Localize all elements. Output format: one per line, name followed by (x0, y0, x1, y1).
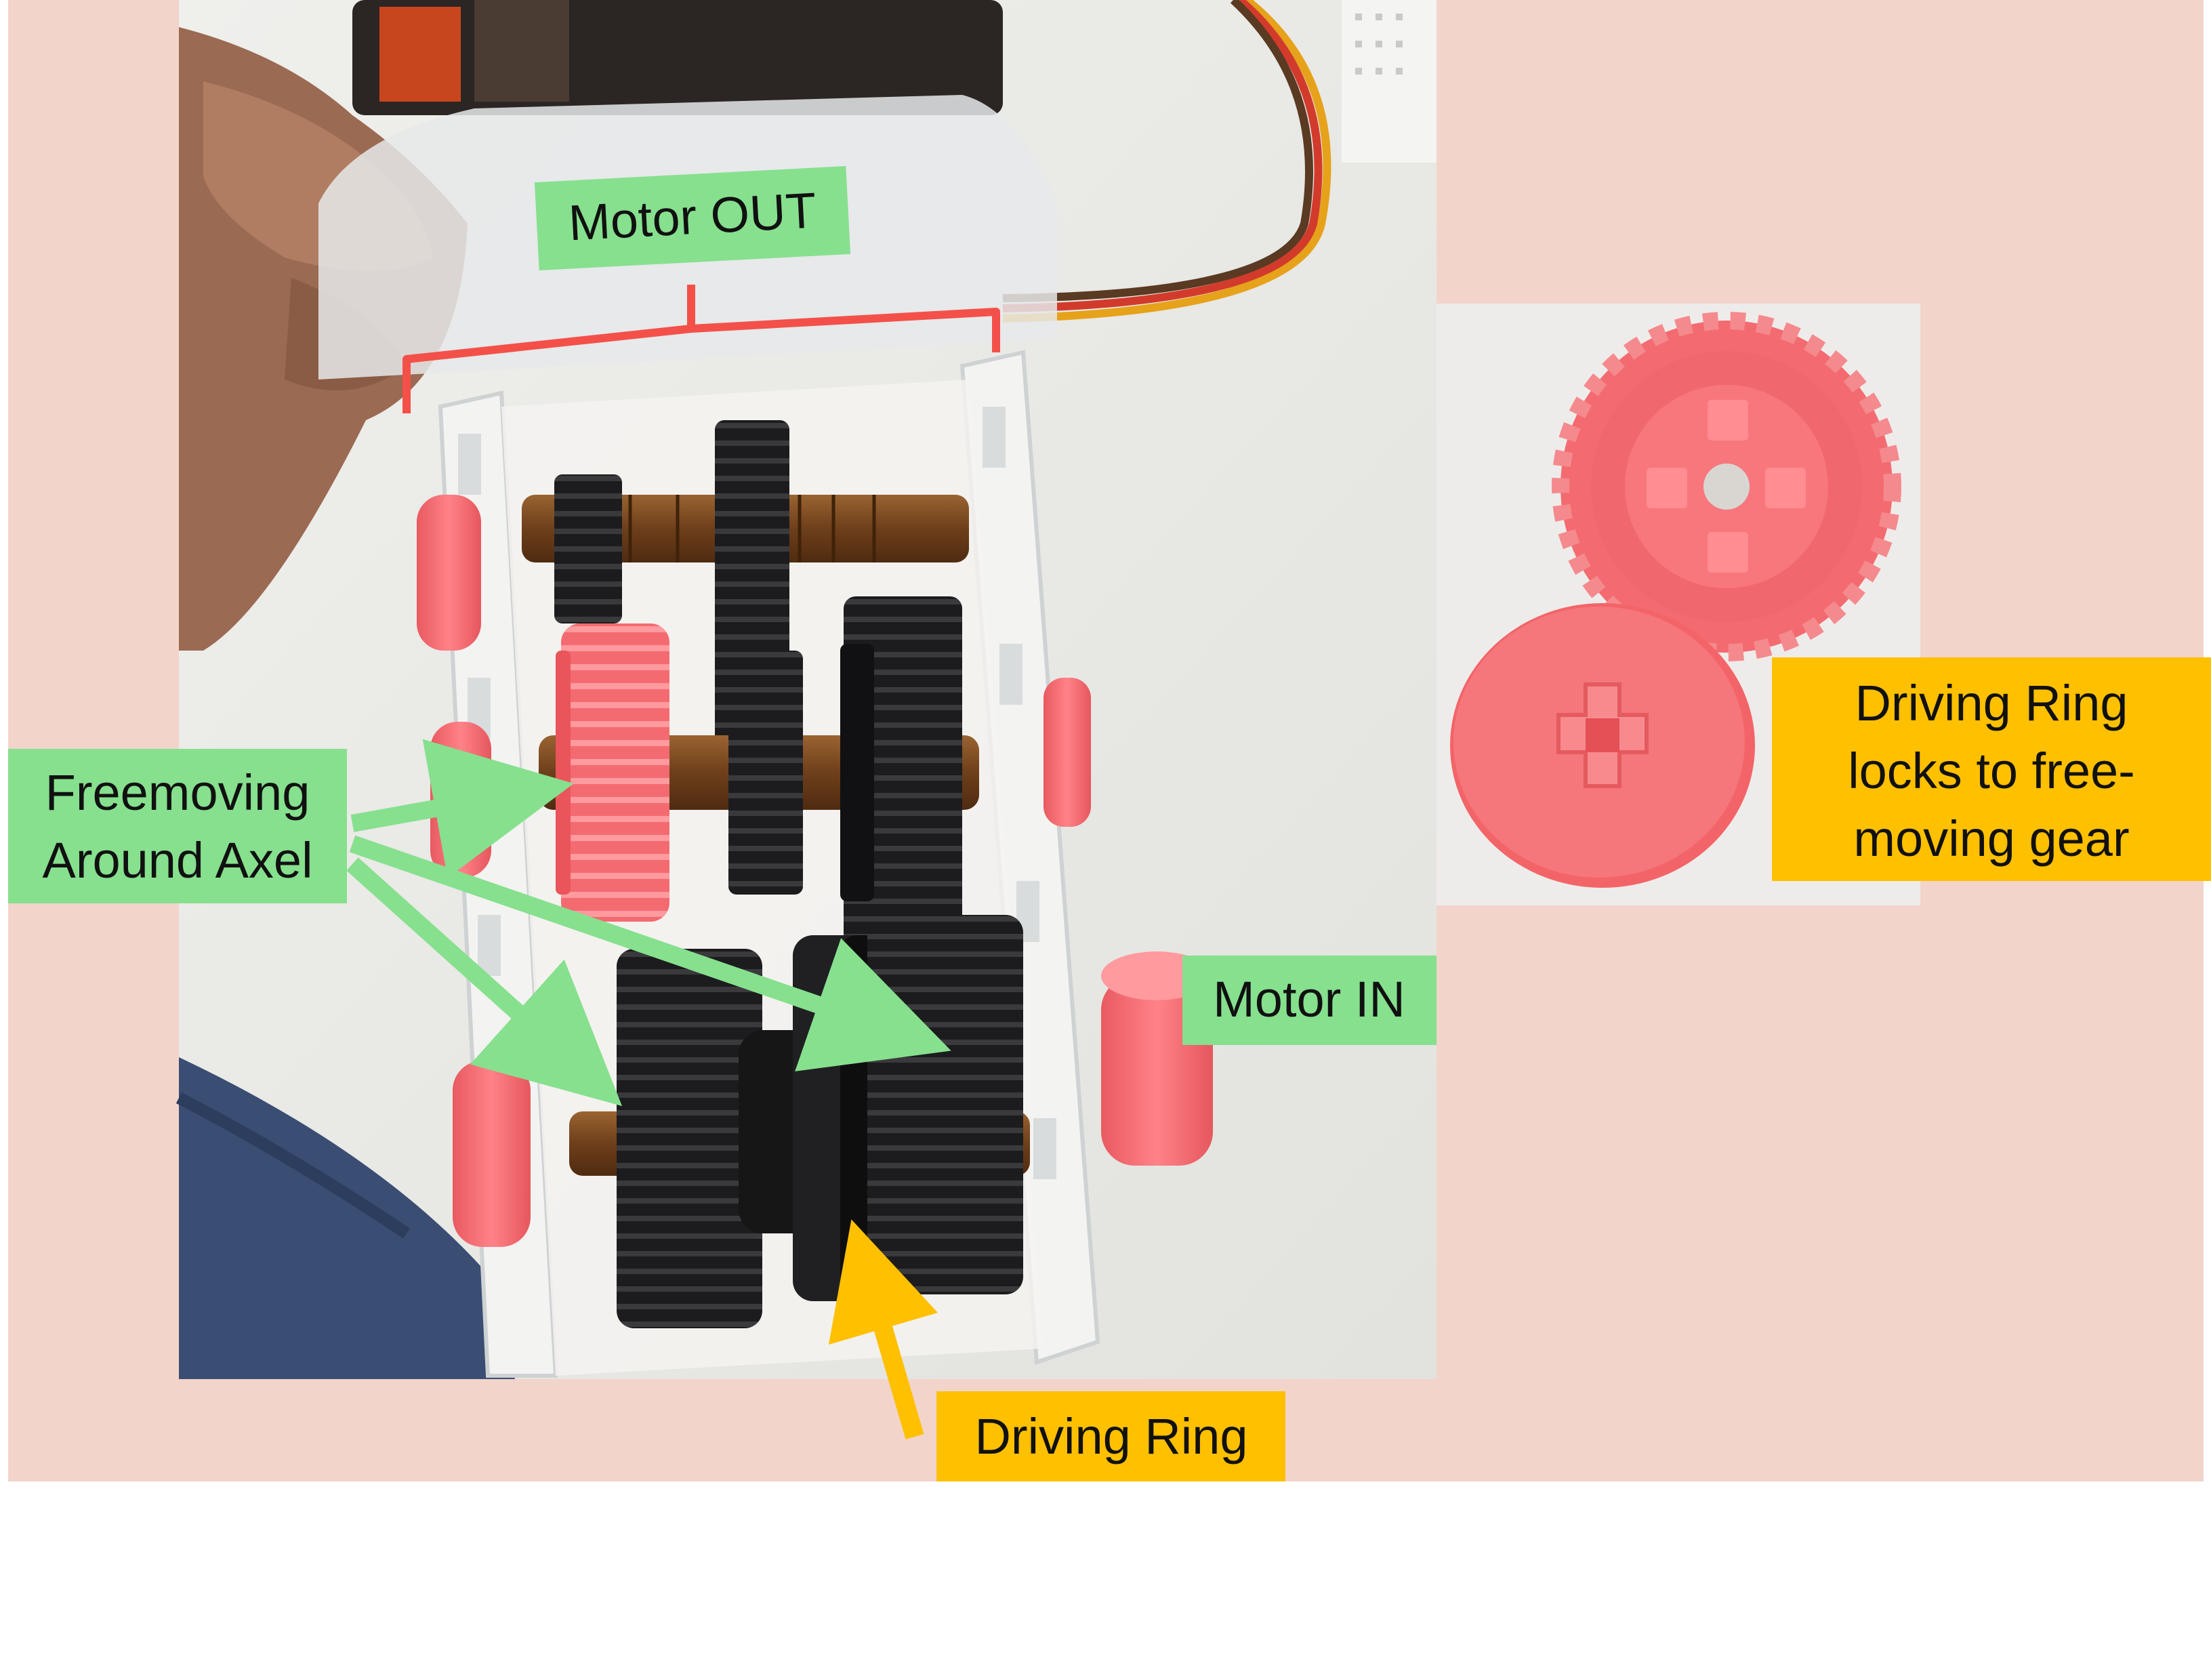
main-gearbox-photo (175, 0, 1437, 1379)
pink-toothed-gear (1552, 312, 1901, 661)
motor-in-text: Motor IN (1213, 971, 1405, 1027)
motor-out-text: Motor OUT (567, 182, 818, 251)
freemoving-text-line1: Freemoving (45, 764, 310, 821)
motor-out-bracket (402, 285, 1000, 413)
freemoving-arrow-to-pink-gear (350, 739, 574, 878)
freemoving-arrow-to-bottom-axle (346, 857, 623, 1107)
driving-ring-locks-text-line3: moving gear (1853, 811, 2129, 867)
driving-ring-text: Driving Ring (974, 1408, 1247, 1464)
motor-out-label: Motor OUT (534, 166, 851, 270)
driving-ring-arrow (828, 1219, 938, 1439)
driving-ring-label: Driving Ring (936, 1391, 1285, 1481)
driving-ring-locks-text-line2: locks to free- (1848, 743, 2135, 799)
freemoving-text-line2: Around Axel (42, 832, 312, 888)
motor-in-label: Motor IN (1182, 956, 1437, 1045)
freemoving-label: Freemoving Around Axel (8, 749, 347, 903)
driving-ring-locks-text-line1: Driving Ring (1855, 675, 2128, 731)
pink-driving-ring-disc (1450, 603, 1755, 888)
freemoving-arrow-to-right-gear (349, 835, 951, 1071)
driving-ring-locks-label: Driving Ring locks to free- moving gear (1772, 657, 2211, 881)
